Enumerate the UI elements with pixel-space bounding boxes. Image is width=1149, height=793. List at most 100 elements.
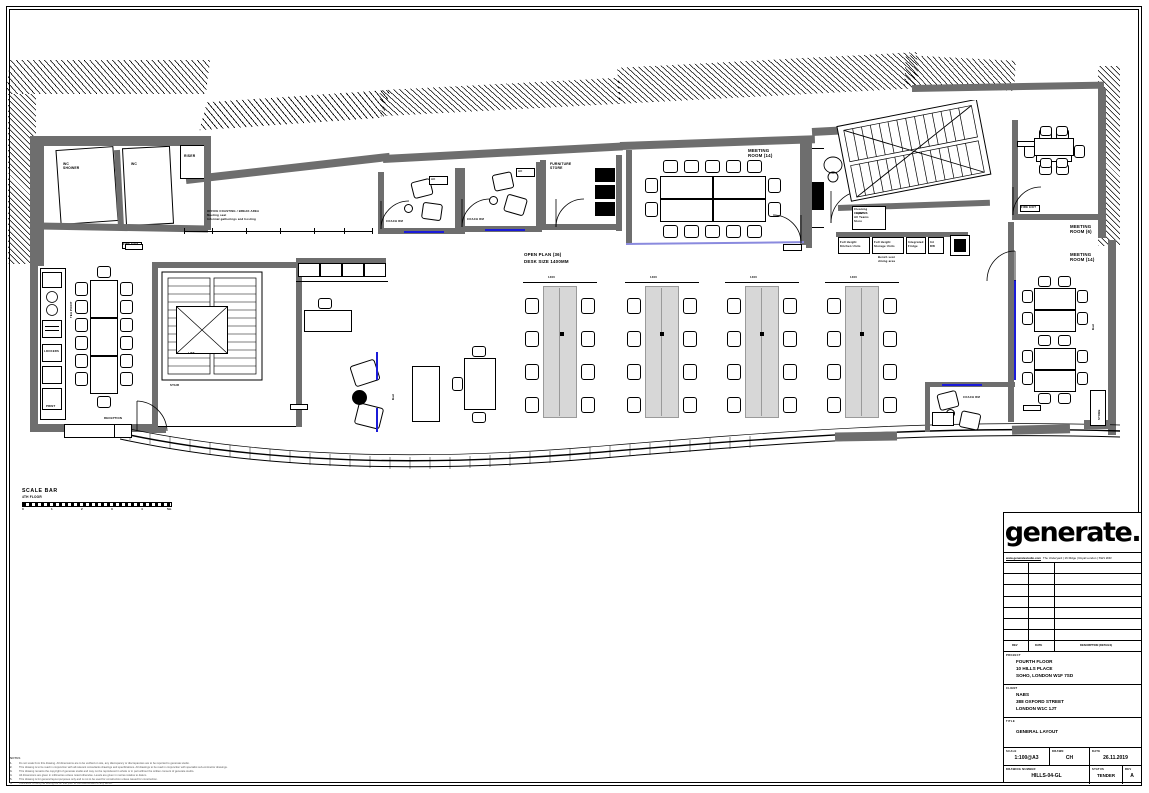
label-meeting-room-14-north: MEETING ROOM (14) <box>748 148 773 159</box>
label-open-plan: OPEN PLAN (36) DESK SIZE 1400MM <box>524 252 569 264</box>
wall-kitchenette <box>836 232 968 237</box>
wall-centre-strip <box>296 258 386 263</box>
sheet-border-outer <box>6 6 1142 786</box>
note-text-4: All dimensions are given in millimetres … <box>19 773 148 777</box>
door-coach2 <box>461 198 491 228</box>
chair-b2-r2 <box>683 331 697 347</box>
revision-row-4[interactable] <box>1004 596 1141 608</box>
wall-east-lower <box>1108 240 1116 435</box>
wall-coach2-right <box>536 162 542 232</box>
wall-north-angled-1 <box>185 152 391 184</box>
number-status-rev-row: DRAWING NUMBER HILLS-04-GL STATUS TENDER… <box>1004 766 1141 785</box>
label-fire-exit-east: FIRE EXIT <box>1021 205 1037 209</box>
revision-row-6[interactable] <box>1004 619 1141 631</box>
chair-b2-l2 <box>627 331 641 347</box>
door-entrance-west <box>136 400 168 432</box>
chair-b2-r1 <box>683 298 697 314</box>
wall-south-seg-2 <box>1011 424 1071 435</box>
label-fridge: Integrated Fridge <box>908 240 924 248</box>
scale-tick-4: 4 <box>141 507 143 511</box>
wall-riser-right <box>204 140 211 230</box>
chair-b4-l3 <box>827 364 841 380</box>
site-hatch-top-left <box>5 60 211 94</box>
chair-b3-r4 <box>783 397 797 413</box>
site-hatch-upper <box>199 89 391 131</box>
ne-chair-2 <box>1056 126 1068 136</box>
scale-value: 1:100@A3 <box>1014 755 1039 762</box>
revision-row-2[interactable] <box>1004 574 1141 586</box>
dining-table-b <box>90 318 118 356</box>
chair-b3-r2 <box>783 331 797 347</box>
tea-unit-2-line-a <box>45 326 59 327</box>
label-lockers: LOCKERS <box>44 349 60 353</box>
east-small-store <box>1090 390 1106 426</box>
wall-meeting6-bottom <box>1012 214 1098 220</box>
revision-row-1[interactable] <box>1004 563 1141 575</box>
meeting14n-table-b <box>713 176 766 199</box>
drawing-number-cell: DRAWING NUMBER HILLS-04-GL <box>1004 766 1090 785</box>
desk-bank-4 <box>845 286 879 418</box>
wall-west <box>30 136 38 268</box>
note-box-centre-1 <box>290 404 308 410</box>
lounge-screen <box>412 366 440 422</box>
label-riser: RISER <box>184 154 196 158</box>
chair-b1-l4 <box>525 397 539 413</box>
ne-table-a <box>1034 138 1074 156</box>
label-tea-point: TEA POINT <box>69 301 73 318</box>
note-item-2: 2.This drawing is to be read in conjunct… <box>10 765 228 769</box>
drawn-cell: DRAWN CH <box>1050 748 1090 766</box>
kitchen-unit-fridge <box>906 237 926 254</box>
wall-south-left <box>150 424 166 433</box>
centre-chair <box>318 298 332 309</box>
drawing-number-caption: DRAWING NUMBER <box>1006 767 1036 771</box>
centre-unit-1 <box>298 263 320 277</box>
status-cell: STATUS TENDER <box>1090 766 1123 785</box>
armchair-coach1-b <box>420 201 444 222</box>
chair-b1-r2 <box>581 331 595 347</box>
site-hatch-top-right <box>617 52 919 104</box>
notes-heading: NOTES <box>10 756 21 760</box>
storage-unit-c <box>595 202 615 216</box>
side-table-coach1 <box>404 204 413 213</box>
note-box-se-1 <box>1023 405 1041 411</box>
label-coach-rm-3: COACH RM <box>963 395 980 399</box>
note-text-2: This drawing is to be read in conjunctio… <box>19 765 228 769</box>
scale-bar-graphic <box>22 502 172 507</box>
revision-row-5[interactable] <box>1004 607 1141 619</box>
revision-caption: REV <box>1125 767 1132 771</box>
revision-row-7[interactable] <box>1004 630 1141 642</box>
wall-core-west-right <box>296 262 302 427</box>
wall-coach1-right <box>455 168 461 234</box>
revision-row-3[interactable] <box>1004 585 1141 597</box>
lift-cross <box>176 306 228 354</box>
practice-address-row: www.generatestudio.com The Underyard | 1… <box>1004 553 1141 563</box>
coach3-cabinet <box>932 412 954 426</box>
storage-unit-a <box>595 168 615 182</box>
desk-bank-2 <box>645 286 679 418</box>
ne-chair-1 <box>1040 126 1052 136</box>
scale-bar-ticks: 0 1 2 3 4 5m <box>22 507 172 513</box>
chair-b4-r3 <box>883 364 897 380</box>
drawn-value: CH <box>1065 755 1074 762</box>
scale-cell: SCALE 1:100@A3 <box>1004 748 1050 766</box>
lounge-coffee-table <box>352 390 367 405</box>
chair-b4-l2 <box>827 331 841 347</box>
door-coach1 <box>380 200 410 230</box>
meeting14e-table-a <box>1034 288 1076 310</box>
room-wc <box>121 145 175 227</box>
chair-b4-r4 <box>883 397 897 413</box>
chair-b2-l1 <box>627 298 641 314</box>
label-wc-shower: WC SHOWER <box>63 162 80 170</box>
fire-exit-sign-east <box>1020 205 1040 212</box>
client-value: NABS 388 OXFORD STREET LONDON W1C 1JT <box>1016 692 1064 711</box>
chair-b4-r2 <box>883 331 897 347</box>
ne-chair-4 <box>1056 158 1068 168</box>
dining-table-c <box>90 356 118 394</box>
fire-exit-sign-meeting14n <box>783 244 802 251</box>
glazing-coach1 <box>404 231 444 234</box>
glazing-meeting14e <box>1014 280 1017 380</box>
note-text-5: This drawing is for general layout purpo… <box>19 777 158 781</box>
revision-cell: REV A <box>1123 766 1141 784</box>
meeting6-chair-6 <box>1074 145 1085 158</box>
